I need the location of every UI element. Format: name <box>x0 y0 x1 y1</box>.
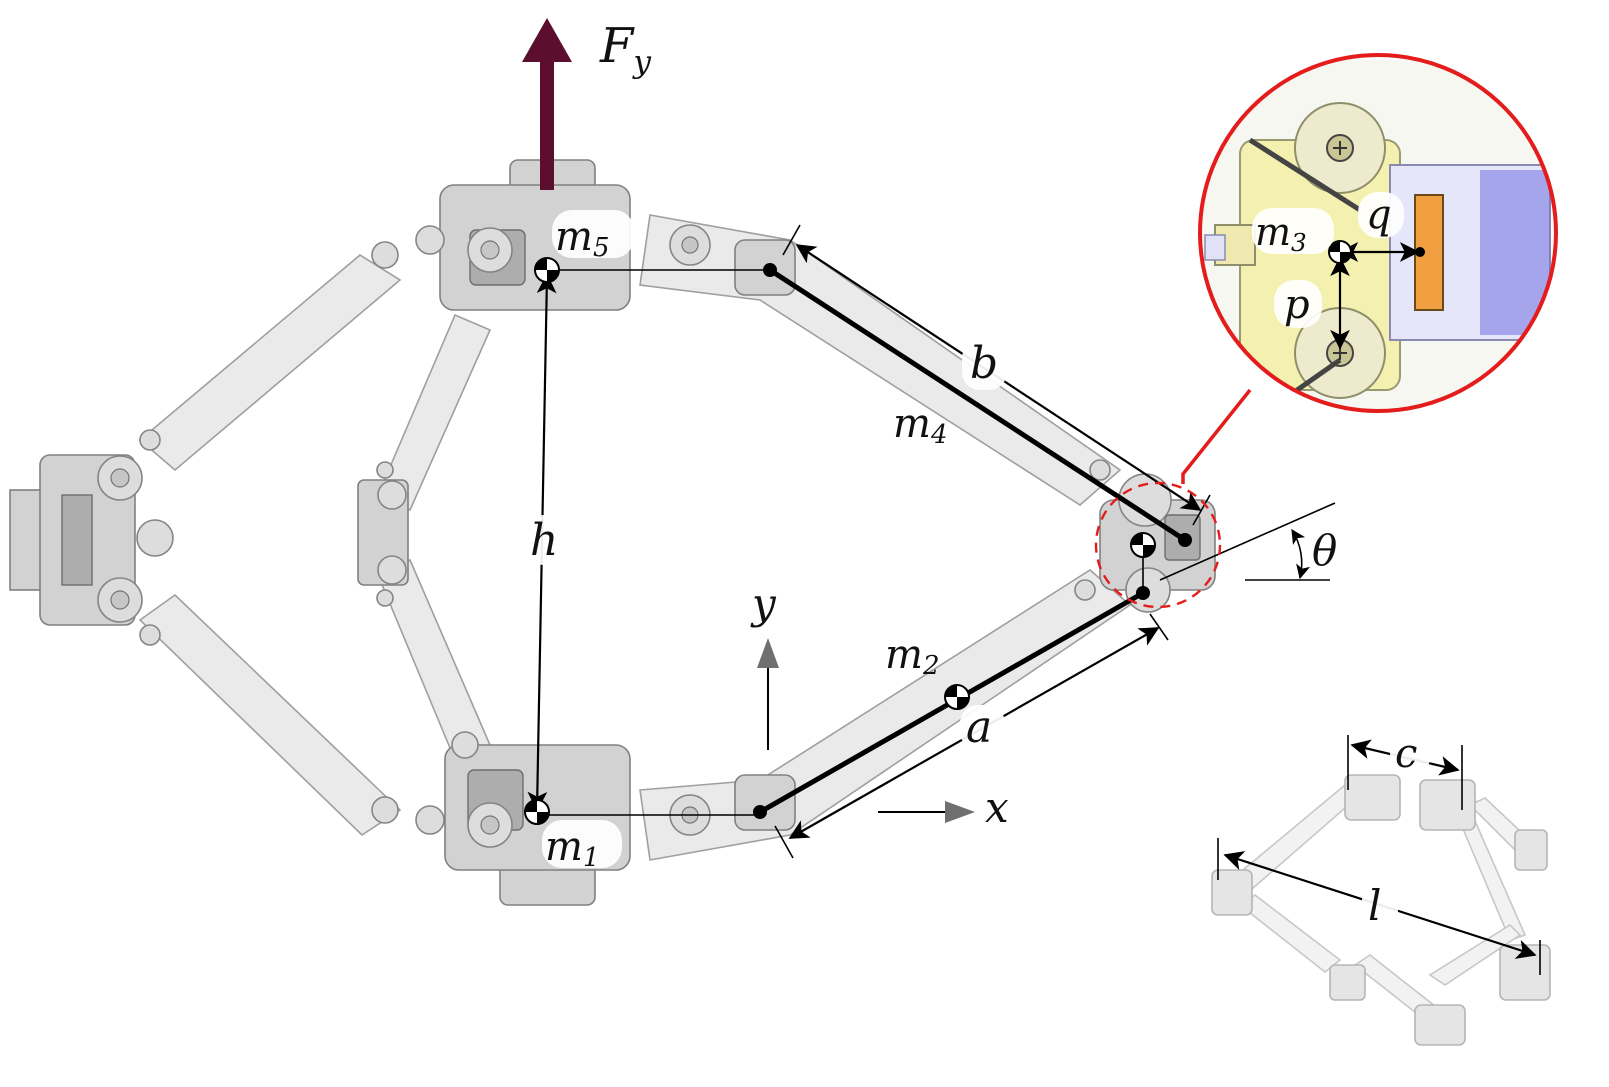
label-bg-p <box>1274 280 1322 328</box>
link-b <box>767 267 1188 543</box>
theta-ref-line <box>1159 502 1336 581</box>
mini-left-lower-link <box>1238 894 1342 974</box>
label-p: p <box>1284 282 1310 328</box>
label-bg-m1 <box>542 820 622 868</box>
bottom-right-hub <box>734 774 796 831</box>
label-bg-a <box>960 705 1005 750</box>
label-m1: m1 <box>545 824 599 873</box>
com-marker-m5 <box>534 257 560 283</box>
detail-q-endpoint <box>1415 247 1425 257</box>
label-m4: m4 <box>893 401 947 450</box>
force-arrow-head <box>522 18 572 62</box>
top-module-joint-b <box>415 225 445 255</box>
left-upper-inner-link <box>376 313 492 512</box>
label-c: c <box>1395 731 1417 777</box>
mini-right-module <box>1514 829 1548 871</box>
com-markers <box>524 257 1156 825</box>
label-m2: m2 <box>885 632 939 681</box>
label-y-axis: y <box>750 579 777 628</box>
bottom-right-link <box>639 569 1132 861</box>
x-axis-arrowhead <box>945 801 975 823</box>
label-force: Fy <box>599 18 651 80</box>
com-marker-m3 <box>1130 532 1156 558</box>
label-bg-l <box>1362 882 1398 928</box>
mini-bottom-module <box>1414 1004 1466 1046</box>
force-arrow <box>522 18 572 190</box>
detail-focus-circle <box>1094 481 1222 609</box>
coordinate-axes <box>757 638 975 823</box>
label-h: h <box>530 515 558 566</box>
mid-left-joint-top <box>377 480 407 510</box>
dimension-a-tick-end <box>1149 613 1169 641</box>
label-bg-q <box>1358 192 1404 238</box>
mechanism-body <box>9 159 1216 906</box>
dimension-b-tick-start <box>782 224 801 256</box>
label-bg-c <box>1390 732 1430 774</box>
detail-leader-line <box>1181 388 1252 484</box>
label-l: l <box>1368 881 1381 930</box>
left-hinge-top <box>139 429 161 451</box>
label-bg-h <box>525 515 570 565</box>
label-theta: θ <box>1312 526 1337 575</box>
force-arrow-shaft <box>540 60 554 190</box>
left-hinge-bottom <box>139 624 161 646</box>
label-m3: m3 <box>1255 210 1307 257</box>
y-axis-arrowhead <box>757 638 779 668</box>
left-bottom-joint-pin <box>110 590 130 610</box>
detail-border-circle <box>1198 53 1558 413</box>
joint-dot-top <box>763 263 777 277</box>
left-upper-outer-link <box>138 254 402 472</box>
com-marker-m2 <box>944 684 970 710</box>
detail-com-marker-m3 <box>1328 240 1352 264</box>
left-top-joint-pin <box>110 468 130 488</box>
mid-left-joint-bottom <box>377 555 407 585</box>
mini-bottom-left-module <box>1329 964 1366 1001</box>
bottom-module-joint-a-pin <box>480 815 500 835</box>
left-lower-inner-link <box>376 558 492 762</box>
detail-top-joint-cross <box>1333 141 1347 155</box>
top-right-joint-a-pin <box>681 236 699 254</box>
dimension-b-tick-end <box>1192 494 1211 526</box>
left-center-joint <box>136 519 174 557</box>
joint-dot-bottom <box>753 805 767 819</box>
bottom-module-upper-hinge <box>451 731 479 759</box>
label-m5: m5 <box>555 214 609 263</box>
detail-link-b <box>1248 137 1362 213</box>
label-q: q <box>1366 192 1392 238</box>
top-module-joint-a-pin <box>480 240 500 260</box>
left-module-core <box>61 494 93 586</box>
right-module-hinge-bottom <box>1074 579 1096 601</box>
detail-link-a <box>1288 357 1342 398</box>
mid-left-hinge-top <box>376 461 394 479</box>
top-right-link <box>639 214 1122 506</box>
detail-side-tab-blue <box>1204 234 1226 261</box>
top-module-hinge <box>371 241 399 269</box>
mid-left-hinge-bottom <box>376 589 394 607</box>
label-bg-m5 <box>552 210 634 258</box>
mini-top-right-module <box>1419 779 1476 831</box>
label-a: a <box>966 702 992 753</box>
dimension-a-tick-start <box>774 825 794 859</box>
bottom-module-joint-b <box>415 805 445 835</box>
right-module-hinge-top <box>1089 459 1111 481</box>
labels: m5 m1 m2 m4 Fy b a h θ y x m3 q p c l <box>525 18 1430 930</box>
joint-dot-right-a <box>1136 586 1150 600</box>
label-b: b <box>970 338 998 389</box>
label-x-axis: x <box>985 783 1009 832</box>
com-marker-m1 <box>524 799 550 825</box>
theta-arc <box>1291 528 1311 580</box>
label-bg-b <box>962 340 1007 390</box>
joint-dot-right-b <box>1178 533 1192 547</box>
mini-top-module <box>1344 774 1401 821</box>
bottom-module-hinge <box>371 796 399 824</box>
left-lower-outer-link <box>138 593 402 837</box>
label-bg-m3 <box>1252 208 1334 254</box>
mini-bottom-right-module <box>1499 944 1551 1001</box>
